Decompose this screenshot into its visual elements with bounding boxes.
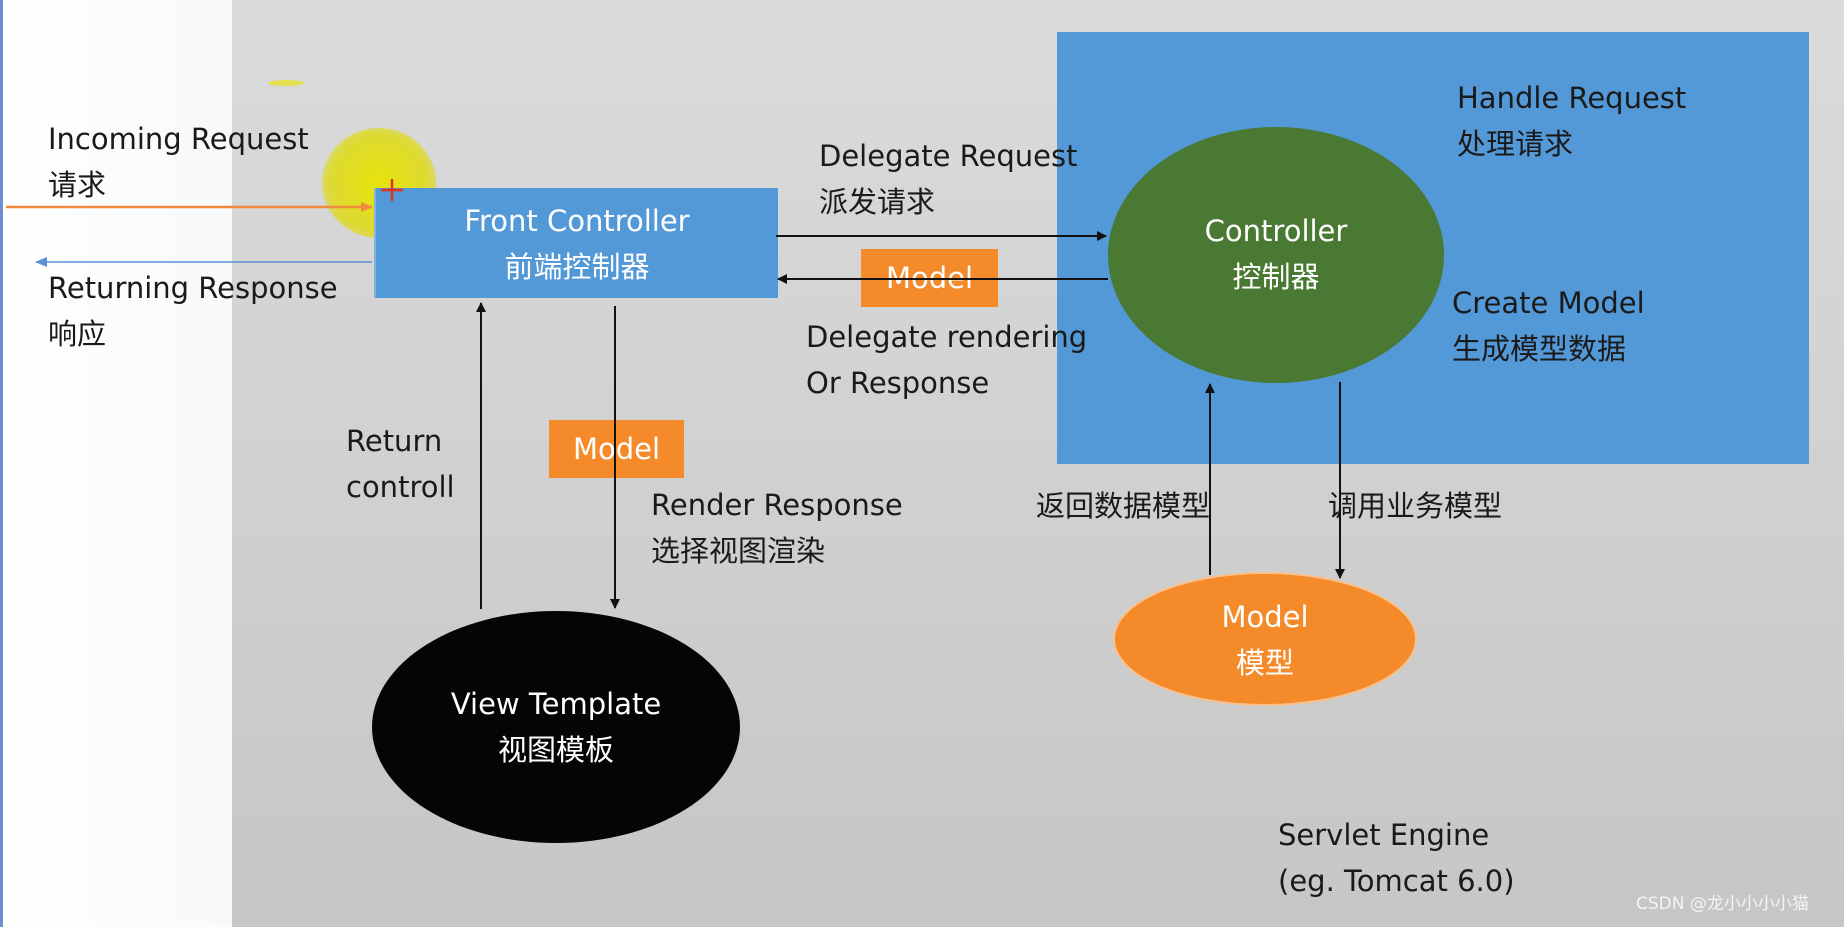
view-template-node: View Template 视图模板 [372,611,740,843]
view-template-label: View Template 视图模板 [372,681,740,773]
create-model-label: Create Model 生成模型数据 [1452,280,1645,372]
delegate-request-zh: 派发请求 [819,185,936,219]
delegate-request-label: Delegate Request 派发请求 [819,133,1077,225]
model-node-en: Model [1221,600,1309,634]
delegate-request-en: Delegate Request [819,139,1078,173]
servlet-engine-line1: Servlet Engine [1278,818,1490,852]
watermark: CSDN @龙小小小小猫 [1636,894,1809,914]
front-controller-label: Front Controller 前端控制器 [376,198,778,290]
returning-response-en: Returning Response [48,271,338,305]
left-margin-panel [0,0,232,927]
model-node: Model 模型 [1113,572,1417,706]
handle-request-en: Handle Request [1457,81,1687,115]
incoming-request-en: Incoming Request [48,122,309,156]
servlet-engine-line2: (eg. Tomcat 6.0) [1278,864,1515,898]
render-response-en: Render Response [651,488,903,522]
controller-label: Controller 控制器 [1108,208,1444,300]
highlight-speck [268,80,304,86]
return-control-line2: controll [346,470,455,504]
render-response-zh: 选择视图渲染 [651,534,826,568]
delegate-rendering-line2: Or Response [806,366,990,400]
create-model-zh: 生成模型数据 [1452,332,1627,366]
handle-request-label: Handle Request 处理请求 [1457,75,1686,167]
front-controller-zh: 前端控制器 [504,250,650,284]
delegate-rendering-line1: Delegate rendering [806,320,1088,354]
front-controller-box: Front Controller 前端控制器 [374,188,778,298]
create-model-en: Create Model [1452,286,1645,320]
call-business-model-label: 调用业务模型 [1328,489,1503,523]
delegate-rendering-label: Delegate rendering Or Response [806,314,1087,406]
model-node-label: Model 模型 [1115,594,1415,686]
return-data-model-label: 返回数据模型 [1036,489,1211,523]
return-control-line1: Return [346,424,443,458]
model-tag-mid: Model [549,420,684,478]
incoming-request-zh: 请求 [48,168,107,202]
returning-response-zh: 响应 [48,317,107,351]
model-node-zh: 模型 [1235,646,1294,680]
servlet-engine-label: Servlet Engine (eg. Tomcat 6.0) [1278,812,1515,904]
view-template-zh: 视图模板 [497,733,614,767]
incoming-request-label: Incoming Request 请求 [48,116,309,208]
render-response-label: Render Response 选择视图渲染 [651,482,903,574]
controller-zh: 控制器 [1232,260,1320,294]
handle-request-zh: 处理请求 [1457,127,1574,161]
returning-response-label: Returning Response 响应 [48,265,338,357]
controller-en: Controller [1204,214,1348,248]
return-control-label: Return controll [346,418,455,510]
view-template-en: View Template [450,687,662,721]
controller-node: Controller 控制器 [1108,127,1444,383]
front-controller-en: Front Controller [464,204,690,238]
